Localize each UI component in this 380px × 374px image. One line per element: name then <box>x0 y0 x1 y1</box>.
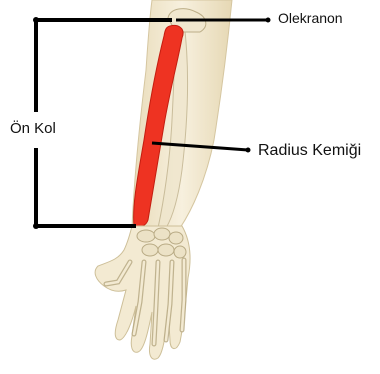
forearm-label: Ön Kol <box>10 120 56 137</box>
olecranon-label: Olekranon <box>278 10 343 26</box>
bracket-dot-top <box>33 17 39 23</box>
bracket-dot-bottom <box>33 223 39 229</box>
olecranon-leader-dot <box>266 18 271 23</box>
radius-label: Radius Kemiği <box>258 142 361 160</box>
radius-leader-dot <box>246 148 251 153</box>
